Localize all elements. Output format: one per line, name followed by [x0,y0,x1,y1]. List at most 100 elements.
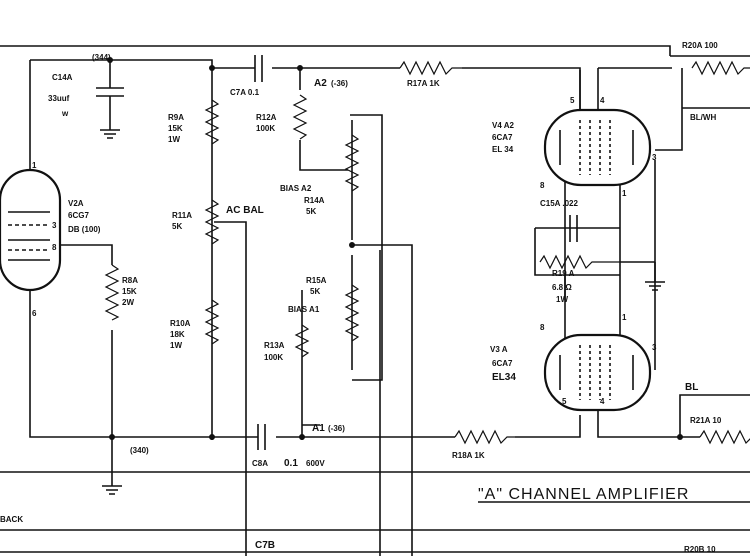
r20a-label: R20A 100 [682,41,718,50]
r20b-label: R20B 10 [684,545,716,554]
r19a-watt: 1W [556,295,568,304]
c8a-capacitor [257,424,266,450]
r21a-resistor [699,429,750,445]
r9a-resistor [204,99,220,145]
r11a-resistor [204,199,220,245]
c7a-capacitor [254,55,263,82]
r19a-resistor [539,254,620,270]
r12a-resistor [292,94,308,140]
v4a-model: EL 34 [492,145,514,154]
c15a-label: C15A .022 [540,199,579,208]
r14a-label: R14A [304,196,325,205]
grounds [100,125,665,495]
c8a-voltage: 600V [306,459,325,468]
r11a-label: R11A [172,211,192,220]
bl-label: BL [685,382,698,393]
c15a-capacitor [569,215,578,242]
r18a-resistor [454,429,515,445]
r11a-value: 5K [172,222,182,231]
back-label: BACK [0,515,23,524]
r10a-value: 18K [170,330,185,339]
a1-node-voltage: (-36) [328,424,345,433]
c8a-value: 0.1 [284,458,298,469]
r17a-resistor [399,60,462,76]
a1-node-label: A1 [312,423,325,434]
r21a-label: R21A 10 [690,416,722,425]
r15a-value: 5K [310,287,320,296]
r9a-value: 15K [168,124,183,133]
v2a-pin-3: 3 [52,221,57,230]
ac-bal-label: AC BAL [226,205,264,216]
labels: (344) C14A 33uuf w V2A 6CG7 DB (100) 1 3… [0,41,722,554]
r13a-value: 100K [264,353,283,362]
r13a-label: R13A [264,341,285,350]
r9a-label: R9A [168,113,184,122]
r8a-label: R8A [122,276,138,285]
v3a-pin-8: 8 [540,323,545,332]
v3a-pin-4: 4 [600,397,605,406]
r10a-resistor [204,299,220,345]
r12a-label: R12A [256,113,277,122]
capacitors [96,55,578,450]
bias-a2-label: BIAS A2 [280,184,312,193]
r8a-resistor [104,264,120,321]
c7a-label: C7A 0.1 [230,88,260,97]
r19a-value: 6.8 Ω [552,283,572,292]
r15a-label: R15A [306,276,327,285]
c14a-label: C14A [52,73,73,82]
r12a-value: 100K [256,124,275,133]
ground-icon [620,261,665,291]
v3a-tube [543,333,652,412]
c14a-capacitor [96,60,124,125]
diagram-title: "A" CHANNEL AMPLIFIER [478,486,689,503]
v4a-pin-4: 4 [600,96,605,105]
r17a-label: R17A 1K [407,79,440,88]
a2-node-label: A2 [314,78,327,89]
v3a-pin-3: 3 [652,343,657,352]
r8a-value: 15K [122,287,137,296]
resistors [104,60,750,445]
c14a-value: 33uuf [48,94,70,103]
v4a-pin-1: 1 [622,189,627,198]
r13a-resistor [294,324,310,358]
c8a-label: C8A [252,459,268,468]
r15a-resistor [344,284,360,342]
wiring [0,45,750,556]
v2a-pin-1: 1 [32,161,37,170]
v3a-label: V3 A [490,345,508,354]
v3a-type: 6CA7 [492,359,513,368]
v4a-pin-5: 5 [570,96,575,105]
v4a-tube [543,108,652,187]
ground-icon [102,480,122,495]
v2a-type: 6CG7 [68,211,89,220]
v3a-pin-5: 5 [562,397,567,406]
v2a-label: V2A [68,199,84,208]
v4a-pin-3: 3 [652,153,657,162]
v4a-pin-8: 8 [540,181,545,190]
a2-node-voltage: (-36) [331,79,348,88]
bl-wh-label: BL/WH [690,113,716,122]
bias-a1-label: BIAS A1 [288,305,320,314]
r10a-watt: 1W [170,341,182,350]
r9a-watt: 1W [168,135,180,144]
v2a-pin-6: 6 [32,309,37,318]
v2a-bias: DB (100) [68,225,101,234]
ground-icon [100,125,120,139]
c14a-note: w [61,109,69,118]
v4a-type: 6CA7 [492,133,513,142]
r19a-label: R19 A [552,269,575,278]
c7b-label: C7B [255,540,275,551]
v4a-label: V4 A2 [492,121,514,130]
v3a-pin-1: 1 [622,313,627,322]
supply-344-label: (344) [92,53,111,62]
v3a-model: EL34 [492,372,516,383]
r18a-label: R18A 1K [452,451,485,460]
r20a-resistor [691,60,750,76]
r14a-value: 5K [306,207,316,216]
v2a-pin-8: 8 [52,243,57,252]
supply-340-label: (340) [130,446,149,455]
r8a-watt: 2W [122,298,134,307]
r10a-label: R10A [170,319,191,328]
v2a-tube [0,168,62,292]
